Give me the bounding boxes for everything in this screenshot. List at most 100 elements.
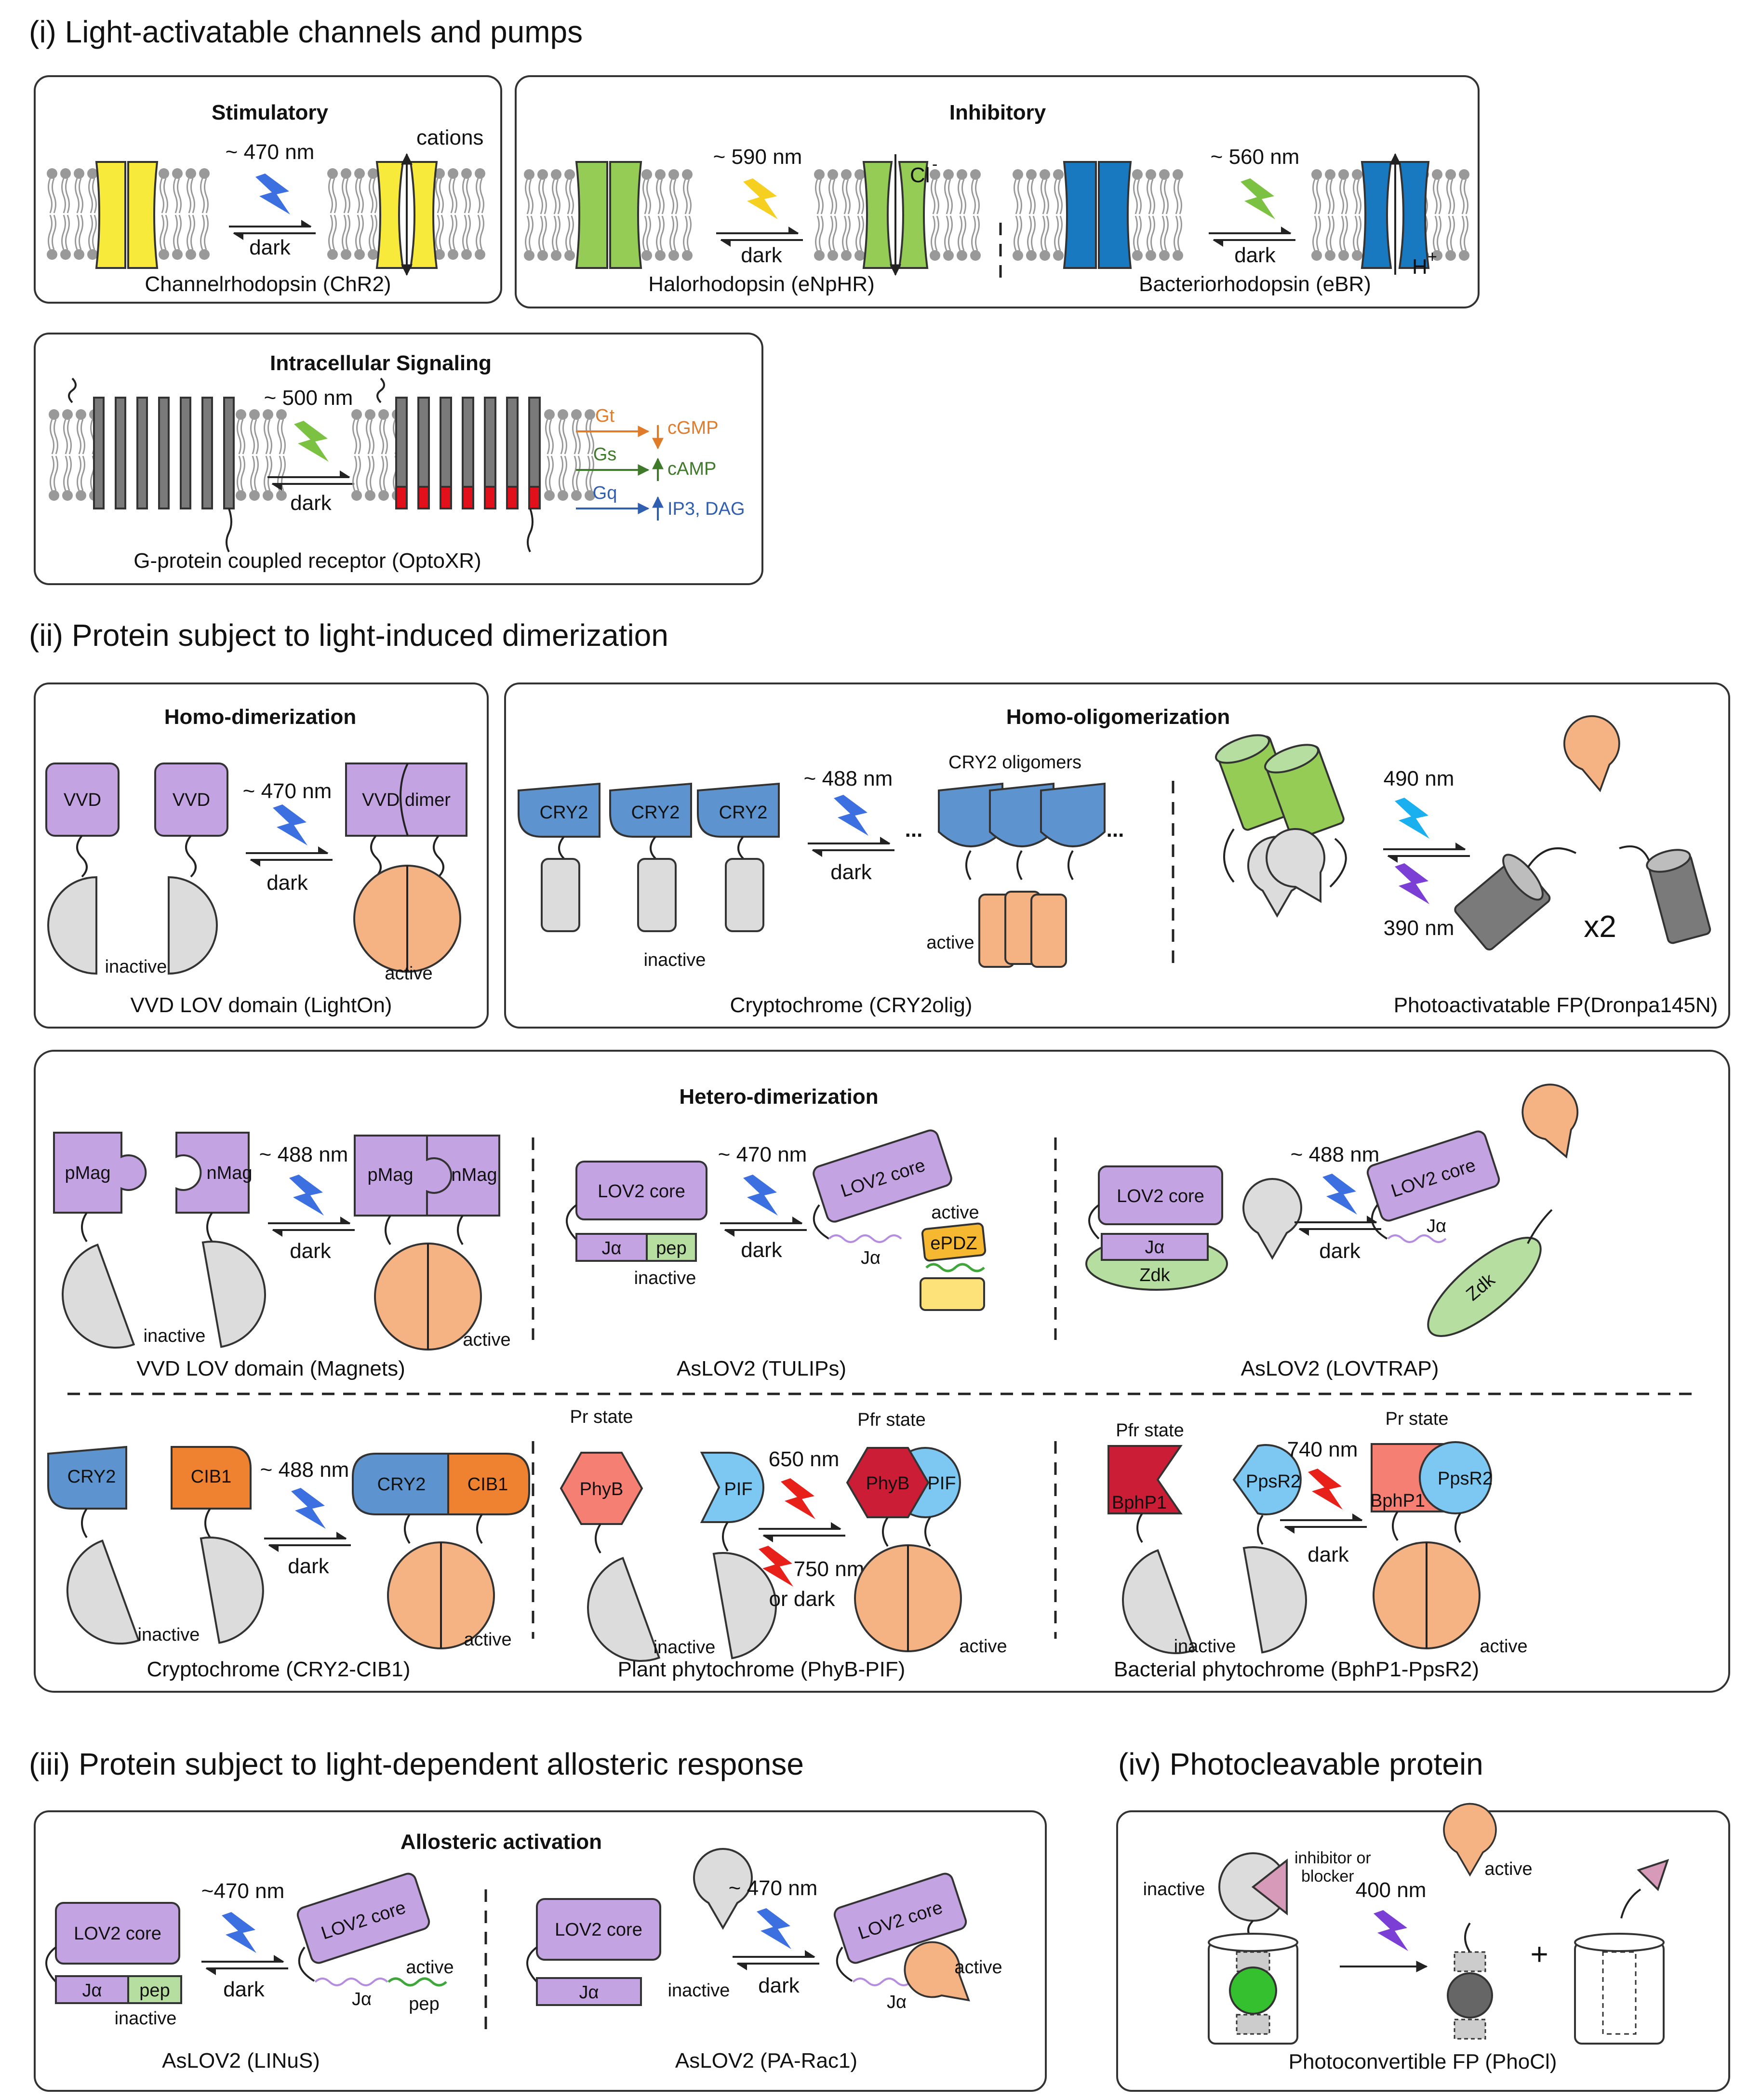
bphp1-ppsr2-inactive <box>1108 1444 1307 1654</box>
dark-label: dark <box>223 1978 265 2001</box>
dark-label: dark <box>1319 1239 1361 1263</box>
active-label: active <box>959 1636 1007 1657</box>
cry2olig-wavelength: ~ 488 nm <box>804 767 893 790</box>
ja-label: Jα <box>887 1992 907 2012</box>
phyb-pif-caption: Plant phytochrome (PhyB-PIF) <box>618 1658 906 1681</box>
inactive-label: inactive <box>115 2008 177 2029</box>
bphp1-label: BphP1 <box>1370 1491 1425 1511</box>
phyb-on-wavelength: 650 nm <box>769 1447 840 1471</box>
active-label: active <box>464 1630 511 1650</box>
proton-label: H <box>1412 255 1428 279</box>
inhibitor-label: inhibitor or <box>1294 1849 1371 1867</box>
bphp1-ppsr2-caption: Bacterial phytochrome (BphP1-PpsR2) <box>1114 1658 1479 1681</box>
active-label: active <box>926 933 974 953</box>
green-light-bolt-icon <box>1241 178 1275 219</box>
homodimerization-panel <box>34 682 489 1029</box>
cgmp-label: cGMP <box>667 418 719 438</box>
ja-label: Jα <box>1145 1237 1165 1257</box>
phocl-cleaved <box>1443 1803 1497 2040</box>
inactive-label: inactive <box>1174 1636 1236 1657</box>
linus-inactive <box>45 1902 182 2004</box>
active-label: active <box>385 963 432 984</box>
dark-label: dark <box>290 491 332 515</box>
cry2-label: CRY2 <box>540 803 588 823</box>
bphp1-wavelength: 740 nm <box>1287 1438 1358 1461</box>
lighton-caption: VVD LOV domain (LightOn) <box>131 993 392 1017</box>
blue-light-bolt-icon <box>289 1175 324 1216</box>
inactive-label: inactive <box>1143 1879 1205 1899</box>
equilibrium-arrow <box>1279 1512 1368 1535</box>
blue-light-bolt-icon <box>291 1488 326 1529</box>
inactive-label: inactive <box>668 1980 730 2001</box>
inhibitory-panel <box>515 75 1480 308</box>
linus-active <box>296 1873 447 1987</box>
vvd-label: VVD <box>64 790 101 810</box>
dronpa-caption: Photoactivatable FP(Dronpa145N) <box>1394 993 1718 1017</box>
red-light-bolt-icon <box>1308 1469 1343 1510</box>
ja-label: Jα <box>1427 1216 1446 1236</box>
vvd-dimer-label: VVD dimer <box>362 790 451 810</box>
ja-label: Jα <box>579 1982 599 2003</box>
cry2-cib1-wavelength: ~ 488 nm <box>260 1458 349 1482</box>
phyb-label: PhyB <box>866 1473 910 1494</box>
phyb-label: PhyB <box>580 1479 624 1499</box>
heterodimerization-title: Hetero-dimerization <box>679 1085 878 1109</box>
inactive-label: inactive <box>644 950 706 970</box>
pif-label: PIF <box>927 1473 956 1494</box>
linus-wavelength: ~470 nm <box>201 1879 284 1903</box>
phocl-intact <box>1208 1852 1298 2045</box>
equilibrium-arrow <box>1382 842 1471 864</box>
tulips-active <box>813 1129 987 1311</box>
tulips-inactive <box>566 1161 707 1262</box>
tulips-caption: AsLOV2 (TULIPs) <box>677 1357 846 1380</box>
blue-light-bolt-icon <box>1322 1174 1357 1215</box>
vvd-monomer-b <box>154 762 228 975</box>
equilibrium-arrow <box>807 836 895 858</box>
homodimerization-title: Homo-dimerization <box>164 705 356 729</box>
equilibrium-arrow <box>758 1521 846 1543</box>
active-label: active <box>1484 1859 1532 1879</box>
allosteric-panel <box>34 1810 1047 2092</box>
equilibrium-arrow <box>719 1216 808 1238</box>
violet-light-bolt-icon <box>1374 1910 1408 1951</box>
tulips-wavelength: ~ 470 nm <box>718 1143 807 1166</box>
homooligomerization-panel <box>504 682 1730 1029</box>
pep-label: pep <box>139 1980 170 2001</box>
dark-label: dark <box>288 1554 330 1578</box>
magnets-caption: VVD LOV domain (Magnets) <box>136 1357 405 1380</box>
inhibitory-title: Inhibitory <box>949 101 1046 124</box>
blue-light-bolt-icon <box>255 174 290 214</box>
cry2-oligomer <box>938 782 1106 968</box>
active-label: active <box>931 1203 979 1223</box>
signaling-cascade <box>576 425 664 521</box>
parac1-caption: AsLOV2 (PA-Rac1) <box>675 2049 857 2073</box>
chloride-label: Cl <box>910 163 930 187</box>
vvd-label: VVD <box>173 790 210 810</box>
nmag-label: nMag <box>206 1163 252 1183</box>
chr2-caption: Channelrhodopsin (ChR2) <box>145 272 391 296</box>
cyan-light-bolt-icon <box>1395 798 1429 839</box>
zdk-label: Zdk <box>1139 1265 1170 1285</box>
phyb-pif-inactive <box>560 1452 777 1662</box>
cry2-label: CRY2 <box>377 1474 426 1495</box>
dark-label: dark <box>830 860 872 884</box>
green-light-bolt-icon <box>294 421 329 462</box>
bact-caption: Bacteriorhodopsin (eBR) <box>1139 272 1371 296</box>
section-iii-title: (iii) Protein subject to light-dependent… <box>29 1747 804 1781</box>
magnets-active <box>354 1135 500 1351</box>
gpcr-caption: G-protein coupled receptor (OptoXR) <box>133 549 481 573</box>
chloride-charge: - <box>932 155 937 174</box>
active-label: active <box>954 1957 1002 1978</box>
lovtrap-inactive <box>1085 1165 1302 1291</box>
dark-label: dark <box>741 1238 783 1262</box>
halo-caption: Halorhodopsin (eNpHR) <box>648 272 875 296</box>
bacteriorhodopsin-closed <box>1013 161 1183 269</box>
pfr-state-label: Pfr state <box>857 1410 926 1430</box>
ellipsis-right: ... <box>1107 818 1124 842</box>
cry2-oligomers-label: CRY2 oligomers <box>948 752 1081 773</box>
stimulatory-title: Stimulatory <box>212 101 329 124</box>
ellipsis-left: ... <box>905 818 923 842</box>
equilibrium-arrow <box>263 1531 352 1553</box>
pr-state-label: Pr state <box>570 1407 633 1427</box>
gpcr-wavelength: ~ 500 nm <box>264 386 353 410</box>
